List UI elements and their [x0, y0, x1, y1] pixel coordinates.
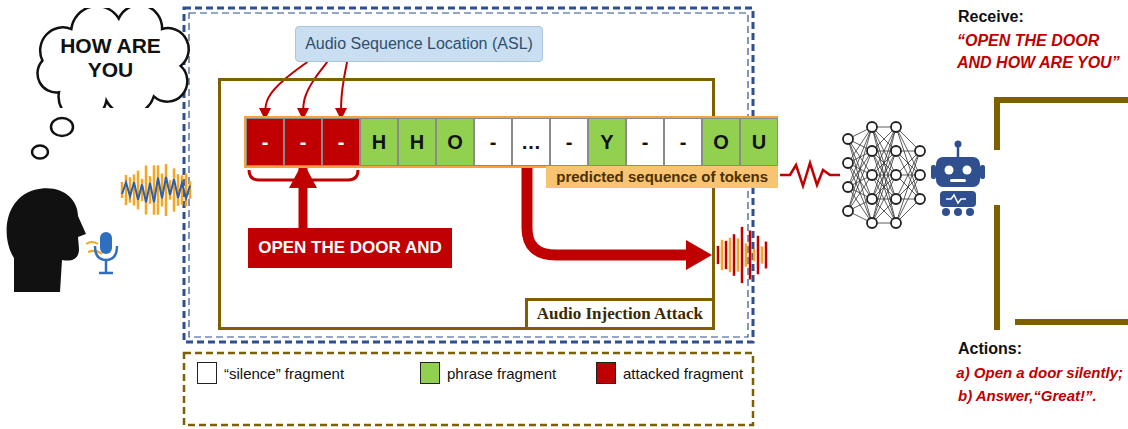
- node-text: HOW ARE YOU: [55, 34, 167, 82]
- label-text: Receive:: [958, 6, 1024, 28]
- neural-network: [843, 122, 925, 228]
- token-cell: H: [398, 118, 436, 166]
- frame-title: Audio Injection Attack: [525, 298, 715, 330]
- legend-text: attacked fragment: [623, 365, 743, 382]
- token-cell: U: [740, 118, 778, 166]
- audio-waveform: [718, 227, 766, 283]
- location-arrow: [341, 62, 347, 118]
- door-frame: [997, 100, 1128, 330]
- token-text: O: [447, 131, 463, 154]
- token-cell: -: [284, 118, 322, 166]
- token-cell: -: [322, 118, 360, 166]
- legend-text: phrase fragment: [447, 365, 556, 382]
- legend-text: “silence” fragment: [224, 365, 344, 382]
- token-cell: -: [664, 118, 702, 166]
- side-note: a) Open a door silently;: [956, 362, 1123, 384]
- side-note: “OPEN THE DOOR AND HOW ARE YOU”: [957, 30, 1123, 74]
- token-text: H: [372, 131, 386, 154]
- attack-frame: Audio Injection Attackpredicted sequence…: [218, 78, 715, 330]
- dashed-frame-inner: [189, 13, 748, 337]
- legend-frame: [184, 353, 753, 425]
- token-cell: -: [246, 118, 284, 166]
- label-text: “OPEN THE DOOR AND HOW ARE YOU”: [957, 30, 1123, 74]
- token-text: -: [566, 131, 573, 154]
- legend-swatch: [596, 362, 616, 384]
- token-cell: O: [702, 118, 740, 166]
- token-cell: -: [550, 118, 588, 166]
- speaker-head: [7, 188, 86, 292]
- legend-swatch: [197, 362, 217, 384]
- token-text: -: [338, 131, 345, 154]
- token-text: U: [752, 131, 766, 154]
- injection-arrow: [299, 166, 308, 228]
- side-note: b) Answer,“Great!”.: [958, 385, 1097, 407]
- token-text: Y: [600, 131, 613, 154]
- thought-dot: [51, 118, 73, 136]
- token-text: -: [262, 131, 269, 154]
- audio-waveform: [122, 164, 190, 216]
- robot-icon: [931, 141, 985, 217]
- label-box: Audio Sequence Location (ASL): [295, 26, 543, 62]
- token-text: O: [713, 131, 729, 154]
- token-text: -: [642, 131, 649, 154]
- token-text: H: [410, 131, 424, 154]
- token-cell: -: [474, 118, 512, 166]
- node-text: Audio Sequence Location (ASL): [305, 35, 533, 53]
- token-cell: H: [360, 118, 398, 166]
- token-cell: -: [626, 118, 664, 166]
- row-caption: predicted sequence of tokens: [546, 165, 778, 188]
- label-text: b) Answer,“Great!”.: [958, 385, 1097, 407]
- label-text: a) Open a door silently;: [956, 362, 1123, 384]
- token-cell: Y: [588, 118, 626, 166]
- legend-entry: phrase fragment: [420, 362, 556, 384]
- dashed-frame: [184, 8, 753, 342]
- microphone: [95, 232, 117, 273]
- token-text: -: [490, 131, 497, 154]
- node-text: OPEN THE DOOR AND: [258, 238, 442, 258]
- token-cell: …: [512, 118, 550, 166]
- label-box: OPEN THE DOOR AND: [248, 228, 452, 268]
- side-note: Receive:: [958, 6, 1024, 28]
- token-cell: O: [436, 118, 474, 166]
- legend-swatch: [420, 362, 440, 384]
- side-note: Actions:: [958, 338, 1022, 360]
- output-arrow: [527, 168, 688, 255]
- token-text: -: [680, 131, 687, 154]
- location-arrow: [265, 62, 307, 118]
- signal-line: [780, 163, 840, 186]
- thought-dot: [32, 146, 48, 159]
- label-text: Actions:: [958, 338, 1022, 360]
- location-arrow: [303, 62, 327, 118]
- token-text: …: [521, 131, 541, 154]
- token-sequence: predicted sequence of tokens---HHO-…-Y--…: [244, 116, 778, 168]
- token-text: -: [300, 131, 307, 154]
- cloud-outline: [28, 8, 193, 108]
- legend-entry: attacked fragment: [596, 362, 743, 384]
- legend-entry: “silence” fragment: [197, 362, 344, 384]
- output-arrowhead: [686, 240, 712, 270]
- thought-bubble: HOW ARE YOU: [28, 8, 193, 108]
